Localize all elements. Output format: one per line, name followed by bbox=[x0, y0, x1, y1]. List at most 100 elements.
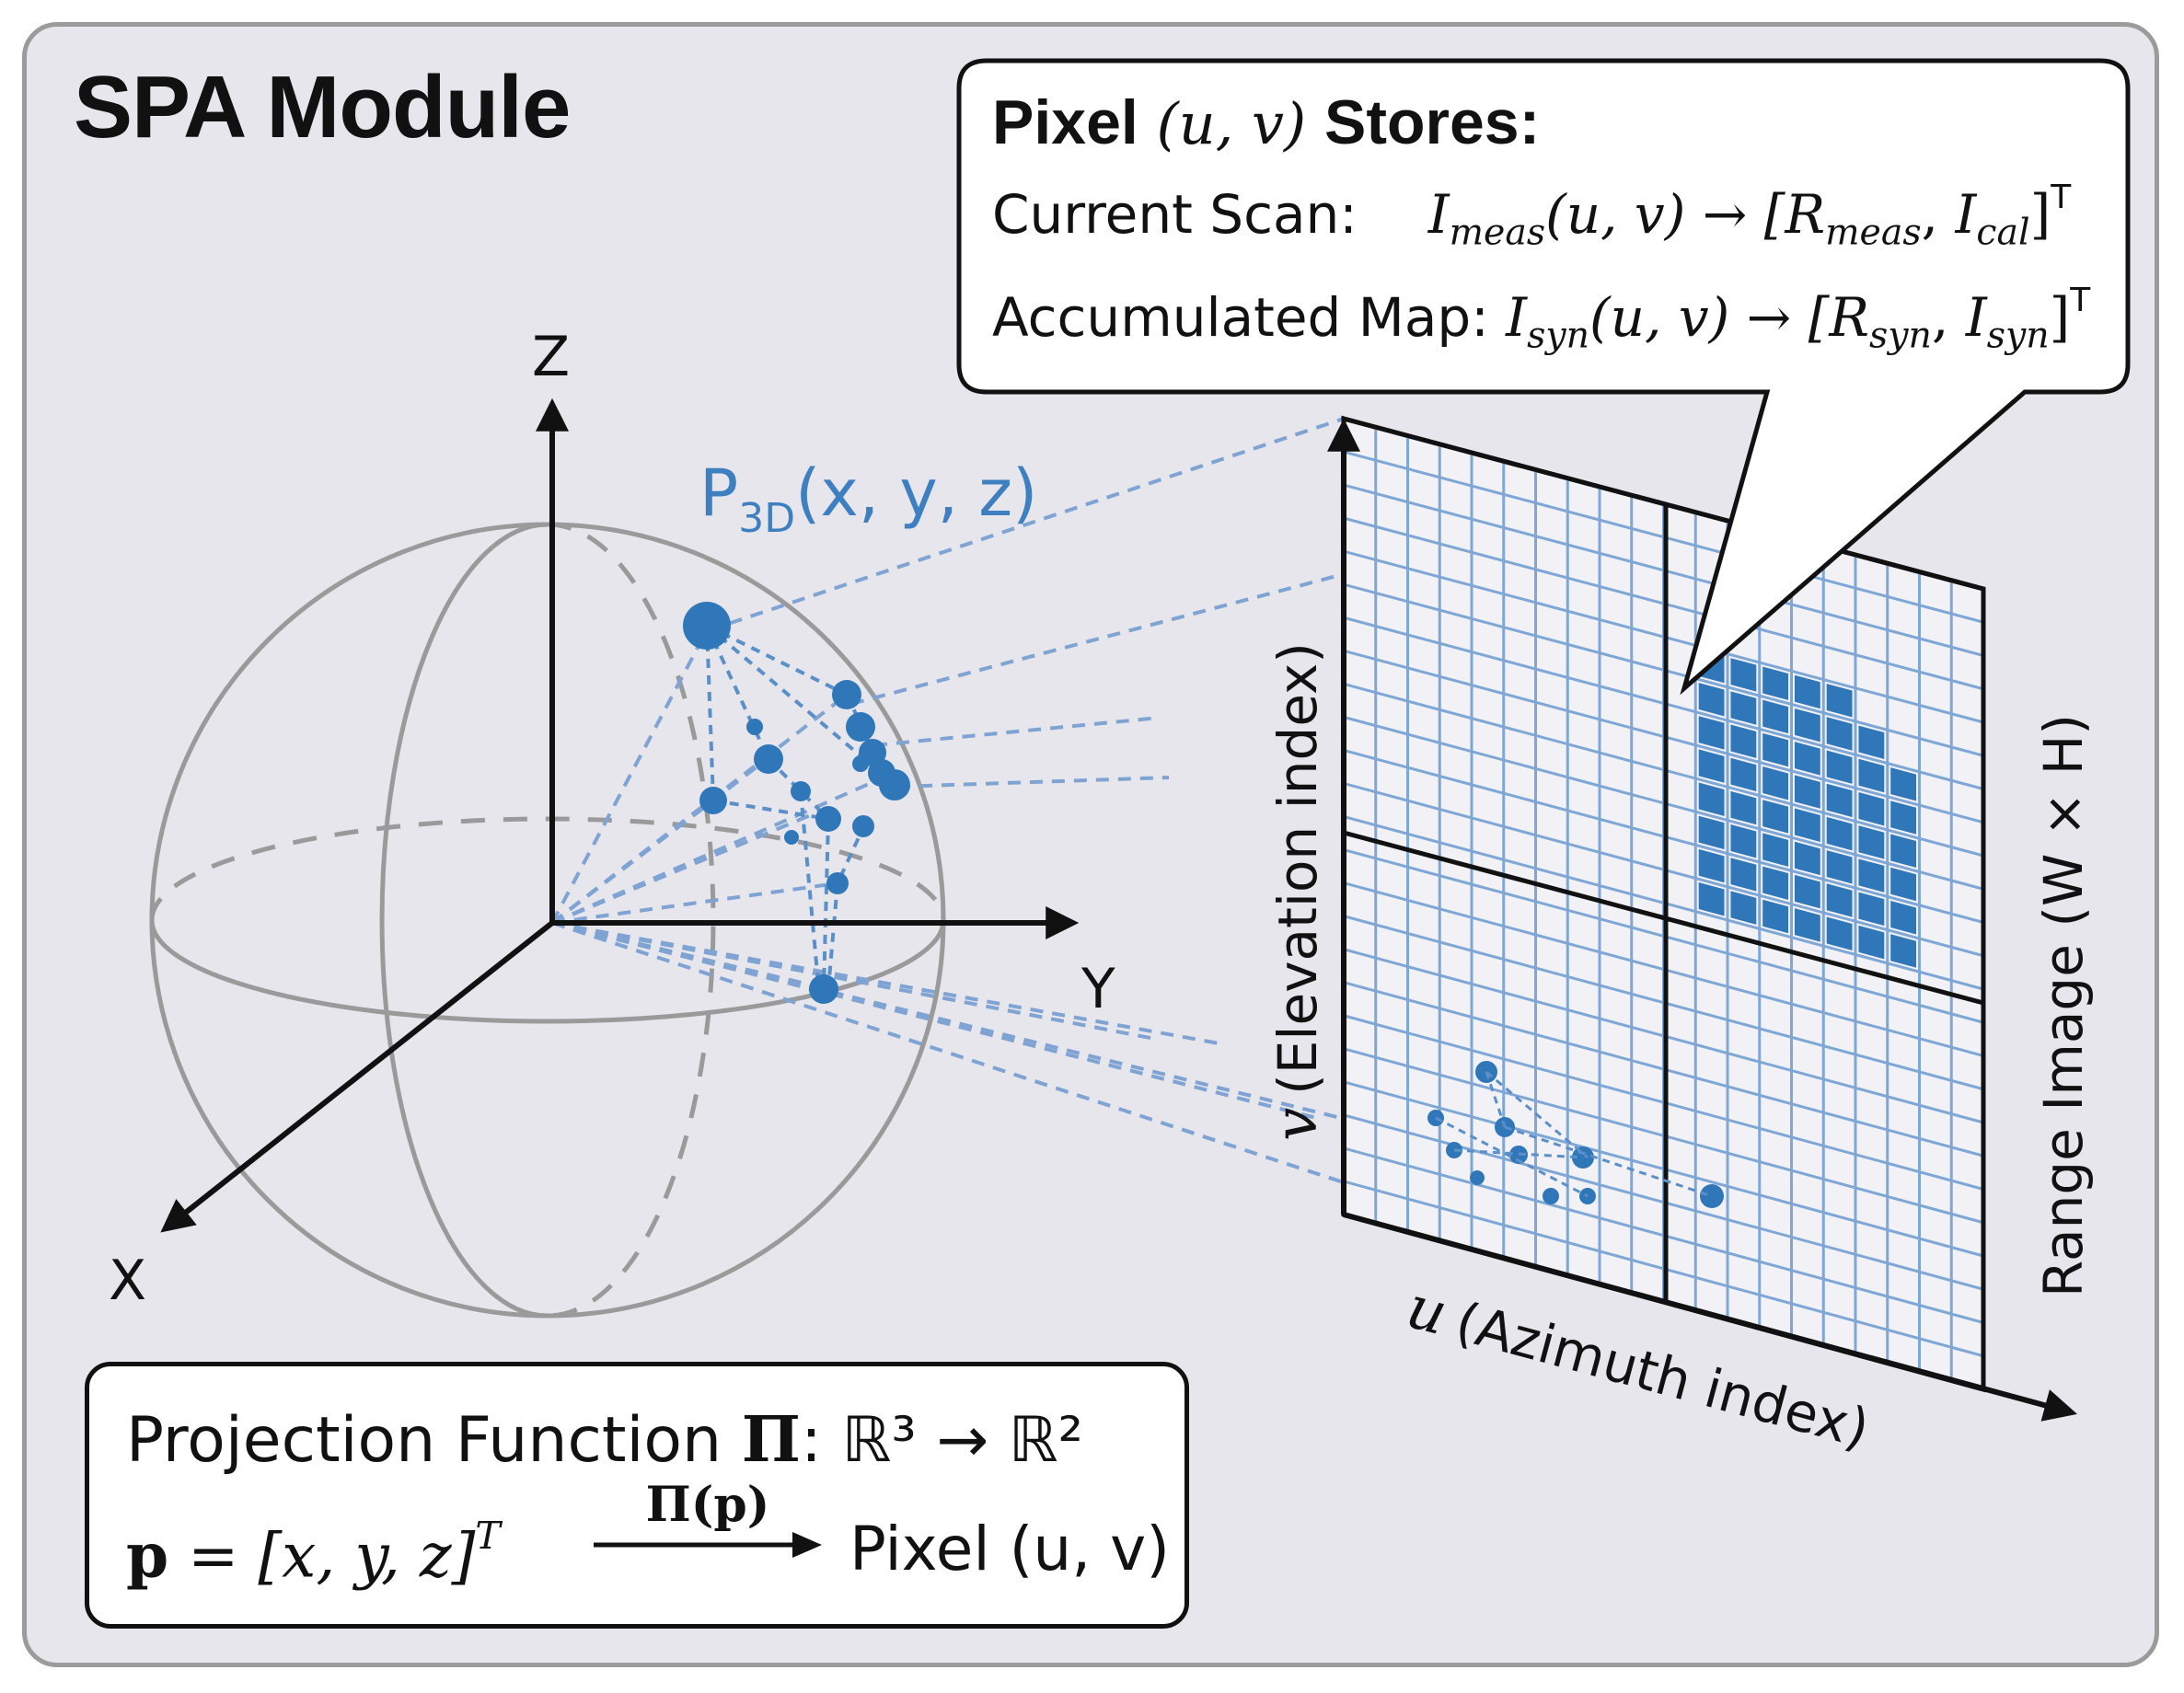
occupied-cell bbox=[1858, 758, 1885, 793]
occupied-cell bbox=[1762, 666, 1789, 700]
occupied-cell bbox=[1794, 874, 1820, 909]
projection-mapping: : ℝ³ → ℝ² bbox=[800, 1404, 1083, 1477]
x-axis bbox=[160, 920, 554, 1233]
callout-current-scan: Current Scan: Imeas(u, v) → [Rmeas, Ical… bbox=[992, 179, 2072, 254]
occupied-cell bbox=[1826, 850, 1853, 884]
occupied-cells bbox=[1698, 649, 1917, 968]
accumulated-map-r-sub: syn bbox=[1869, 314, 1932, 357]
current-scan-r-sub: meas bbox=[1825, 211, 1922, 254]
current-scan-close: ] bbox=[2029, 182, 2051, 246]
callout-heading-math: (u, v) bbox=[1156, 90, 1307, 157]
accumulated-map-i-sub: syn bbox=[1986, 314, 2050, 357]
occupied-cell bbox=[1730, 790, 1757, 825]
pixel-stores-callout: Pixel (u, v) Stores: Current Scan: Imeas… bbox=[959, 61, 2128, 392]
occupied-cell bbox=[1826, 916, 1853, 950]
z-axis-label: Z bbox=[532, 325, 570, 389]
occupied-cell bbox=[1730, 658, 1757, 692]
point-label: P3D(x, y, z) bbox=[699, 455, 1037, 542]
range-image bbox=[1327, 415, 2077, 1422]
accumulated-map-i: I bbox=[1965, 285, 1987, 349]
occupied-cell bbox=[1890, 834, 1917, 869]
occupied-cell bbox=[1826, 883, 1853, 917]
occupied-cell bbox=[1698, 749, 1725, 783]
occupied-cell bbox=[1826, 750, 1853, 784]
occupied-cell bbox=[1730, 724, 1757, 758]
occupied-cell bbox=[1890, 767, 1917, 801]
occupied-cell bbox=[1730, 757, 1757, 792]
current-scan-symbol: I bbox=[1427, 182, 1450, 246]
occupied-cell bbox=[1762, 833, 1789, 867]
projection-function-box: Projection Function Π: ℝ³ → ℝ² p = [x, y… bbox=[85, 1362, 1189, 1629]
point-cloud bbox=[683, 602, 910, 1004]
projection-title: Projection Function bbox=[126, 1404, 722, 1477]
occupied-cell bbox=[1794, 908, 1820, 942]
projection-symbol: Π bbox=[741, 1403, 801, 1477]
accumulated-map-symbol: I bbox=[1506, 285, 1528, 349]
occupied-cell bbox=[1730, 691, 1757, 725]
sphere-meridian-back bbox=[547, 522, 716, 1319]
occupied-cell bbox=[1794, 708, 1820, 743]
occupied-cell bbox=[1698, 683, 1725, 717]
projection-arrow: Π(p) bbox=[588, 1477, 827, 1569]
accumulated-map-r: R bbox=[1829, 285, 1870, 349]
occupied-cell bbox=[1762, 800, 1789, 834]
u-axis-symbol: u bbox=[1400, 1273, 1454, 1349]
accumulated-map-sub: syn bbox=[1527, 314, 1589, 357]
input-vector-def: = [x, y, z] bbox=[168, 1520, 476, 1592]
v-axis-label: v(Elevation index) bbox=[1263, 642, 1331, 1141]
grid-divider-horizontal bbox=[1343, 830, 1984, 1006]
current-scan-i: I bbox=[1955, 182, 1977, 246]
occupied-cell bbox=[1858, 725, 1885, 760]
occupied-cell bbox=[1698, 716, 1725, 750]
projection-rays bbox=[550, 417, 1658, 1198]
x-axis-label: X bbox=[109, 1249, 146, 1313]
callout-accumulated-map: Accumulated Map: Isyn(u, v) → [Rsyn, Isy… bbox=[992, 282, 2091, 357]
occupied-cell bbox=[1730, 891, 1757, 925]
occupied-cell bbox=[1794, 775, 1820, 809]
callout-heading-bold: Pixel bbox=[992, 87, 1138, 157]
axes-3d bbox=[160, 397, 1080, 1233]
accumulated-map-args: (u, v) → [ bbox=[1589, 285, 1830, 349]
occupied-cell bbox=[1762, 899, 1789, 934]
projection-arrow-label: Π(p) bbox=[645, 1477, 770, 1533]
diagram-title: SPA Module bbox=[74, 58, 571, 156]
point-label-args: (x, y, z) bbox=[795, 455, 1037, 531]
occupied-cell bbox=[1826, 816, 1853, 851]
accumulated-map-label: Accumulated Map: bbox=[992, 285, 1489, 349]
point-label-sub: 3D bbox=[738, 495, 795, 542]
callout-bubble bbox=[956, 58, 2131, 696]
projection-definition: Projection Function Π: ℝ³ → ℝ² bbox=[126, 1403, 1083, 1477]
accumulated-map-close: ] bbox=[2049, 285, 2071, 349]
input-vector-sup: T bbox=[475, 1514, 501, 1558]
projection-output: Pixel (u, v) bbox=[849, 1514, 1170, 1584]
callout-heading: Pixel (u, v) Stores: bbox=[992, 86, 1540, 158]
occupied-cell bbox=[1794, 742, 1820, 776]
current-scan-i-sub: cal bbox=[1976, 211, 2030, 254]
point-label-main: P bbox=[699, 455, 738, 531]
occupied-cell bbox=[1826, 783, 1853, 818]
current-scan-sub: meas bbox=[1449, 211, 1546, 254]
occupied-cell bbox=[1730, 824, 1757, 858]
occupied-cell bbox=[1858, 825, 1885, 859]
current-scan-sup: T bbox=[2051, 179, 2072, 216]
occupied-cell bbox=[1890, 900, 1917, 935]
sphere-meridian-front bbox=[379, 522, 549, 1319]
occupied-cell bbox=[1890, 867, 1917, 902]
accumulated-map-sup: T bbox=[2070, 282, 2091, 319]
occupied-cell bbox=[1826, 684, 1853, 718]
occupied-cell bbox=[1858, 858, 1885, 893]
current-scan-r: R bbox=[1785, 182, 1826, 246]
occupied-cell bbox=[1698, 848, 1725, 883]
occupied-cell bbox=[1794, 674, 1820, 709]
occupied-cell bbox=[1730, 858, 1757, 892]
input-vector-symbol: p bbox=[126, 1519, 169, 1592]
occupied-cell bbox=[1858, 792, 1885, 826]
current-scan-label: Current Scan: bbox=[992, 182, 1358, 246]
v-axis-symbol: v bbox=[1263, 1108, 1331, 1141]
occupied-cell bbox=[1698, 882, 1725, 916]
occupied-cell bbox=[1762, 866, 1789, 901]
occupied-cell bbox=[1794, 808, 1820, 842]
occupied-cell bbox=[1890, 934, 1917, 968]
occupied-cell bbox=[1858, 925, 1885, 960]
